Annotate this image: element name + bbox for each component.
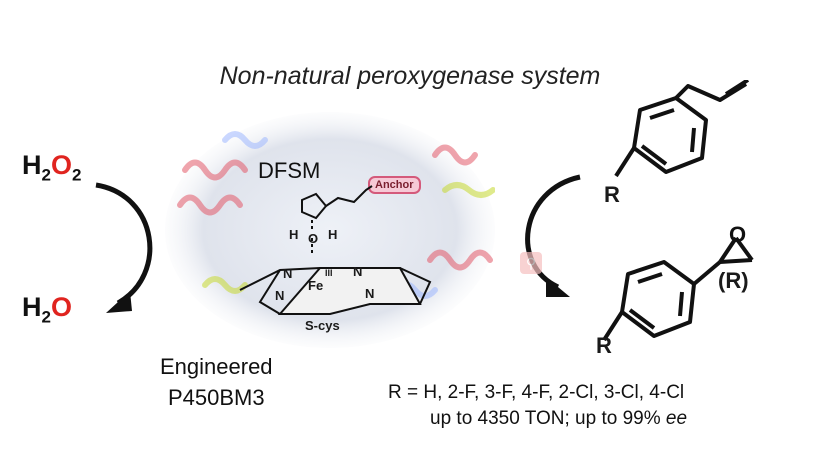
- water-h-left: H: [289, 227, 299, 242]
- anchor-tag: Anchor: [368, 176, 421, 194]
- h-symbol: H: [22, 292, 42, 322]
- reactant-h2o2: H2O2: [22, 150, 81, 185]
- water-oxygen: O: [308, 231, 319, 246]
- curved-arrow-icon: [525, 174, 581, 297]
- h-symbol: H: [22, 150, 42, 180]
- stereo-text: (R): [718, 268, 749, 293]
- r-substituent-top: R: [604, 182, 620, 207]
- enzyme-name-line2: P450BM3: [168, 385, 265, 410]
- o-symbol: O: [50, 150, 72, 180]
- nitrogen-label-4: N: [365, 286, 375, 301]
- nitrogen-label-1: N: [283, 266, 293, 281]
- nitrogen-label-2: N: [353, 264, 363, 279]
- dfsm-label: DFSM: [258, 158, 321, 183]
- enzyme-name-line1: Engineered: [160, 354, 273, 379]
- o-subscript: 2: [71, 165, 82, 185]
- iron-label: Fe: [308, 278, 324, 293]
- iron-oxidation-state: III: [325, 268, 333, 278]
- substituent-list: R = H, 2-F, 3-F, 4-F, 2-Cl, 3-Cl, 4-Cl: [388, 382, 685, 403]
- curved-arrow-icon: [95, 182, 153, 313]
- epoxide-structure: [602, 236, 754, 342]
- scheme-title: Non-natural peroxygenase system: [219, 62, 601, 90]
- epoxide-oxygen: O: [729, 222, 747, 247]
- heme-structure: [239, 185, 432, 315]
- o-symbol: O: [50, 292, 72, 322]
- stereo-descriptor: (R): [718, 268, 749, 294]
- cysteine-label: S-cys: [305, 318, 340, 333]
- performance-text: up to 4350 TON; up to 99%: [430, 408, 666, 429]
- h-subscript: 2: [41, 165, 51, 185]
- h-subscript: 2: [41, 307, 51, 327]
- ee-label: ee: [665, 408, 688, 429]
- styrene-structure: [614, 80, 750, 178]
- performance-note: up to 4350 TON; up to 99% ee: [430, 408, 687, 430]
- product-h2o: H2O: [22, 292, 72, 327]
- search-icon[interactable]: ⚲: [520, 252, 542, 274]
- nitrogen-label-3: N: [275, 288, 285, 303]
- water-h-right: H: [328, 227, 338, 242]
- r-substituent-bottom: R: [596, 333, 612, 358]
